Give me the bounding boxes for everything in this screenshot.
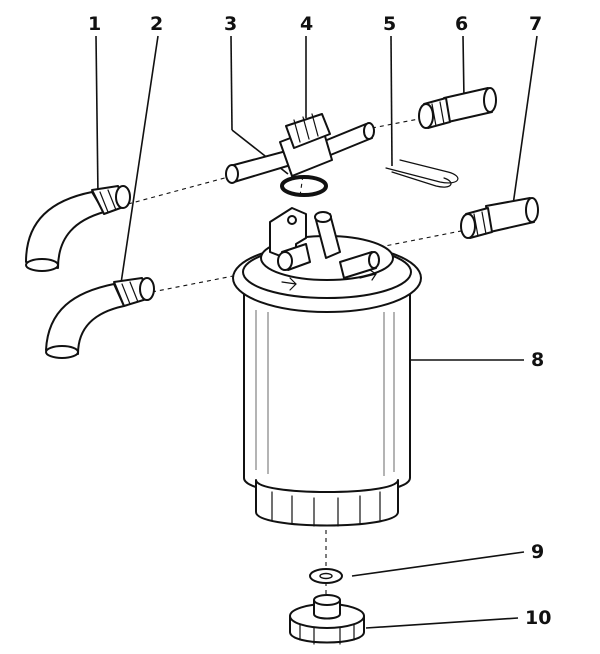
part-7-fuel-hose-right — [460, 197, 539, 239]
axis-hose-1 — [127, 175, 233, 205]
leader-6 — [462, 35, 465, 101]
leader-7 — [511, 35, 538, 213]
leader-1 — [95, 35, 99, 197]
callout-1: 1 — [88, 13, 101, 35]
part-4-t-piece-valve — [225, 113, 375, 184]
leader-10 — [365, 617, 519, 629]
part-1-fuel-hose-upper — [25, 185, 131, 272]
leader-lines — [95, 35, 538, 629]
callout-4: 4 — [300, 13, 313, 35]
callout-5: 5 — [383, 13, 396, 35]
leader-3 — [230, 35, 233, 131]
part-3-o-ring — [280, 175, 328, 197]
axis-hose-6 — [371, 117, 425, 129]
callout-10: 10 — [525, 607, 551, 629]
callout-6: 6 — [455, 13, 468, 35]
part-8-fuel-filter-canister — [232, 207, 422, 527]
callout-8: 8 — [531, 349, 544, 371]
callout-3: 3 — [224, 13, 237, 35]
part-10-drain-plug — [289, 594, 365, 645]
leader-9 — [351, 551, 525, 577]
callout-7: 7 — [529, 13, 542, 35]
part-5-retaining-clip — [385, 159, 459, 188]
part-2-fuel-hose-lower — [45, 277, 155, 359]
part-6-fuel-hose-upper-right — [418, 87, 497, 129]
leader-5 — [390, 35, 393, 167]
callout-9: 9 — [531, 541, 544, 563]
part-9-seal-washer — [309, 568, 343, 584]
leader-2 — [119, 35, 159, 291]
callout-2: 2 — [150, 13, 163, 35]
